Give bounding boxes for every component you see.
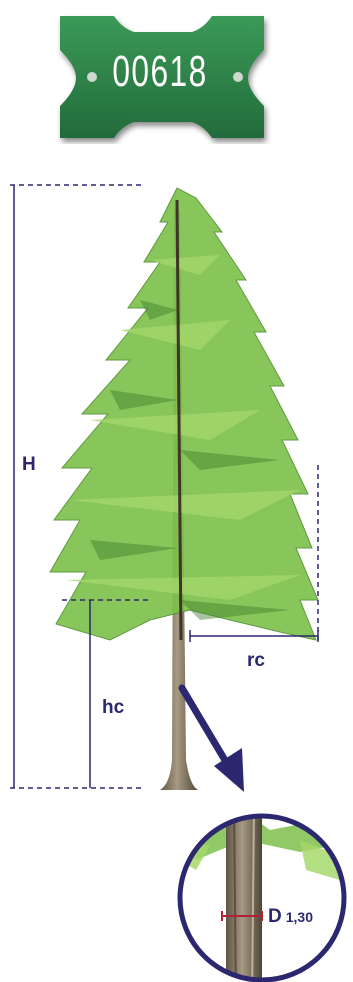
crown-radius-label: rc [247, 650, 265, 672]
diameter-height: 1,30 [286, 909, 313, 925]
diameter-symbol: D [268, 906, 282, 927]
conifer-tree-icon [50, 188, 318, 640]
height-label: H [22, 454, 36, 476]
crown-base-height-label: hc [102, 697, 124, 719]
arrow-icon [182, 688, 244, 792]
magnifier-circle-icon [170, 800, 353, 982]
